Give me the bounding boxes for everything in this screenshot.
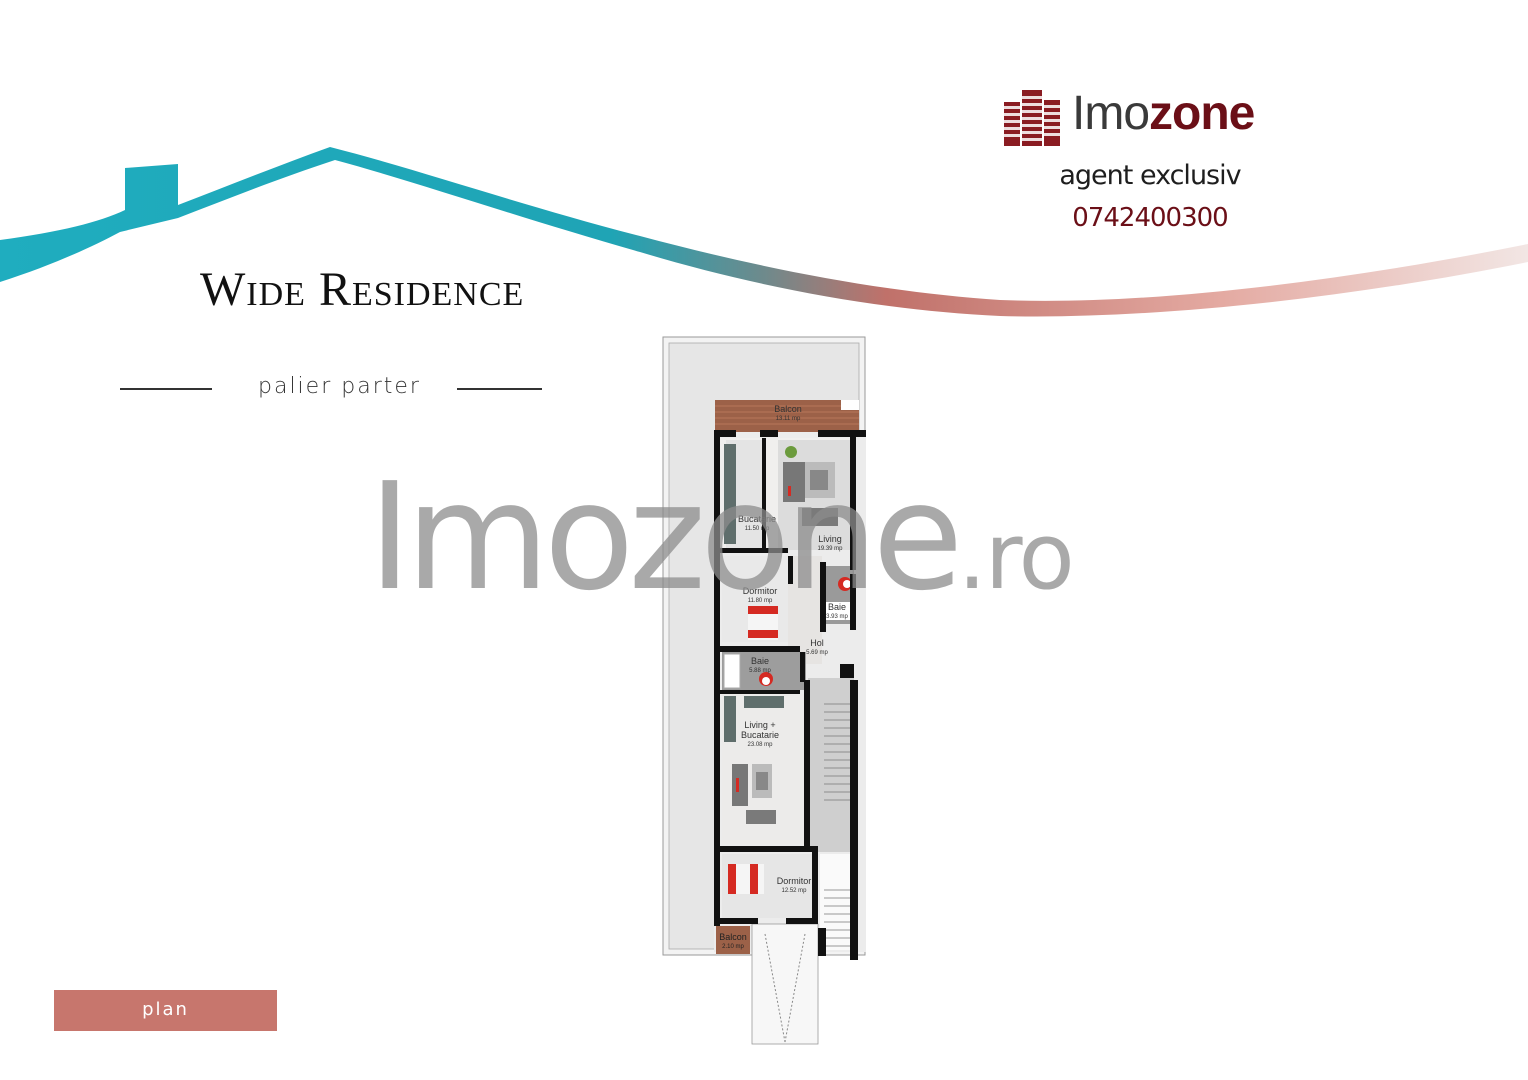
imozone-logo: Imozone bbox=[1000, 87, 1310, 148]
buildings-icon bbox=[1004, 90, 1060, 146]
floor-plan-drawing bbox=[662, 336, 866, 1045]
plan-button[interactable]: plan bbox=[54, 990, 277, 1031]
brand-name: Imozone bbox=[1072, 84, 1255, 144]
agent-phone: 0742400300 bbox=[1072, 203, 1228, 233]
roof-brush-graphic bbox=[0, 147, 1528, 317]
project-title: Wide Residence bbox=[200, 263, 525, 316]
brand-name-imo: Imo bbox=[1072, 87, 1150, 140]
agent-tagline: agent exclusiv bbox=[1059, 160, 1241, 191]
watermark-suffix: .ro bbox=[957, 503, 1074, 610]
divider-left bbox=[120, 388, 212, 390]
brand-name-zone: zone bbox=[1149, 87, 1255, 140]
floor-subtitle: palier parter bbox=[258, 374, 421, 399]
divider-right bbox=[457, 388, 542, 390]
